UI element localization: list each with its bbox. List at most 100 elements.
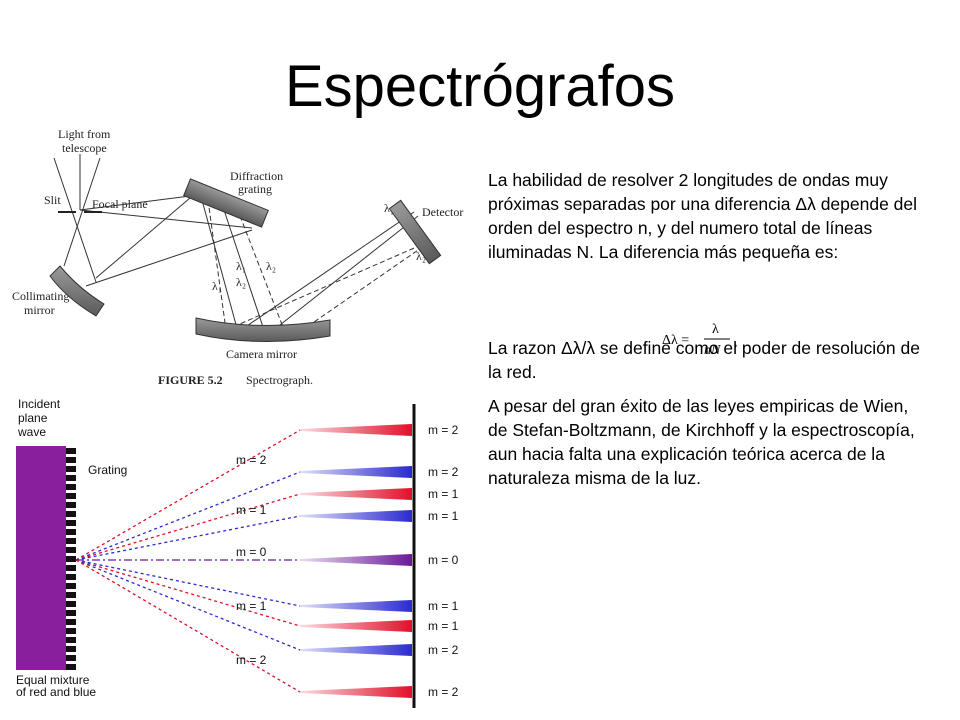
diffraction-ray — [75, 559, 301, 607]
grating-tooth — [66, 457, 76, 463]
screen-label: m = 1 — [428, 619, 459, 633]
spectral-beam — [300, 424, 412, 436]
diffraction-ray — [75, 559, 301, 693]
figure-caption-bold: FIGURE 5.2 — [158, 373, 223, 387]
label-lambda2-b: λ₂ — [236, 275, 246, 289]
diffraction-grating-icon — [183, 178, 269, 228]
spectral-beam — [300, 686, 412, 698]
diffraction-ray — [75, 493, 301, 561]
incident-label-3: wave — [17, 425, 46, 439]
label-lambda2-a: λ₂ — [266, 259, 276, 273]
label-grating-2: grating — [238, 182, 272, 196]
incident-label-2: plane — [18, 411, 48, 425]
grating-tooth — [66, 628, 76, 634]
grating-tooth — [66, 520, 76, 526]
diffraction-ray — [75, 471, 301, 561]
grating-tooth — [66, 484, 76, 490]
grating-tooth — [66, 547, 76, 553]
grating-tooth — [66, 592, 76, 598]
paragraph-1: La habilidad de resolver 2 longitudes de… — [488, 170, 918, 262]
fan-label: m = 2 — [236, 653, 267, 667]
fan-label: m = 1 — [236, 599, 267, 613]
paragraph-2: La razon Δλ/λ se define como el poder de… — [488, 338, 920, 382]
equation-denominator: nN — [704, 343, 721, 358]
figure-caption-text: Spectrograph. — [246, 373, 313, 387]
grating-tooth — [66, 493, 76, 499]
label-slit: Slit — [44, 193, 61, 207]
screen-label: m = 1 — [428, 487, 459, 501]
screen-label: m = 1 — [428, 509, 459, 523]
mixture-label-1: Equal mixture — [16, 673, 90, 687]
grating-label: Grating — [88, 463, 127, 477]
equation-trail: , — [734, 335, 738, 350]
grating-tooth — [66, 610, 76, 616]
grating-tooth — [66, 655, 76, 661]
diffraction-ray — [75, 429, 301, 561]
paragraph-3: A pesar del gran éxito de las leyes empi… — [488, 396, 915, 488]
screen-label: m = 0 — [428, 553, 459, 567]
screen-label: m = 2 — [428, 465, 459, 479]
label-detector: Detector — [422, 205, 463, 219]
grating-tooth — [66, 619, 76, 625]
diffraction-ray — [75, 559, 301, 651]
label-grating-1: Diffraction — [230, 169, 283, 183]
diffraction-rays — [75, 429, 301, 693]
grating-tooth — [66, 664, 76, 670]
grating-tooth — [66, 502, 76, 508]
incident-label-1: Incident — [18, 397, 61, 411]
fan-label: m = 1 — [236, 503, 267, 517]
grating-tooth — [66, 529, 76, 535]
label-lambda2-c: λ₂ — [416, 249, 426, 263]
label-light-1: Light from — [58, 127, 111, 141]
label-collimating-1: Collimating — [12, 289, 69, 303]
spectral-beam — [300, 600, 412, 612]
grating-teeth — [66, 448, 76, 670]
equation-numerator: λ — [712, 322, 719, 337]
fan-label: m = 2 — [236, 453, 267, 467]
grating-tooth — [66, 565, 76, 571]
grating-tooth — [66, 538, 76, 544]
equation-lhs: Δλ = — [662, 333, 689, 348]
label-lambda1-a: λ₁ — [236, 259, 246, 273]
grating-tooth — [66, 475, 76, 481]
spectral-beam — [300, 510, 412, 522]
grating-tooth — [66, 556, 76, 562]
grating-tooth — [66, 601, 76, 607]
diffraction-ray — [75, 515, 301, 561]
label-focal-plane: Focal plane — [92, 197, 148, 211]
spectral-beams — [300, 424, 412, 698]
grating-orders-diagram: Incident plane wave Grating Equal mixtur… — [16, 397, 459, 708]
spectrograph-diagram: Light from telescope Slit Focal plane Di… — [12, 127, 463, 387]
slide-title: Espectrógrafos — [284, 54, 676, 119]
grating-tooth — [66, 583, 76, 589]
grating-tooth — [66, 448, 76, 454]
spectral-beam — [300, 554, 412, 566]
camera-mirror-icon — [195, 317, 331, 342]
label-lambda1-c: λ₁ — [384, 201, 394, 215]
spectral-beam — [300, 488, 412, 500]
label-lambda1-b: λ₁ — [212, 279, 222, 293]
label-light-2: telescope — [62, 141, 107, 155]
spectral-beam — [300, 620, 412, 632]
screen-label: m = 1 — [428, 599, 459, 613]
screen-labels: m = 2 m = 2 m = 1 m = 1 m = 0 m = 1 m = … — [428, 423, 459, 699]
screen-label: m = 2 — [428, 685, 459, 699]
screen-label: m = 2 — [428, 423, 459, 437]
grating-tooth — [66, 511, 76, 517]
incident-wave-block — [16, 446, 66, 670]
diffraction-ray — [75, 559, 301, 627]
screen-label: m = 2 — [428, 643, 459, 657]
label-collimating-2: mirror — [24, 303, 55, 317]
grating-tooth — [66, 646, 76, 652]
mixture-label-2: of red and blue — [16, 685, 96, 699]
spectral-beam — [300, 466, 412, 478]
grating-tooth — [66, 466, 76, 472]
grating-tooth — [66, 574, 76, 580]
grating-tooth — [66, 637, 76, 643]
collimating-mirror-icon — [49, 265, 105, 317]
text-column: La habilidad de resolver 2 longitudes de… — [488, 168, 928, 490]
resolution-equation: Δλ = λ nN , — [662, 322, 738, 358]
spectral-beam — [300, 644, 412, 656]
detector-icon — [388, 199, 442, 265]
label-camera-mirror: Camera mirror — [226, 347, 297, 361]
